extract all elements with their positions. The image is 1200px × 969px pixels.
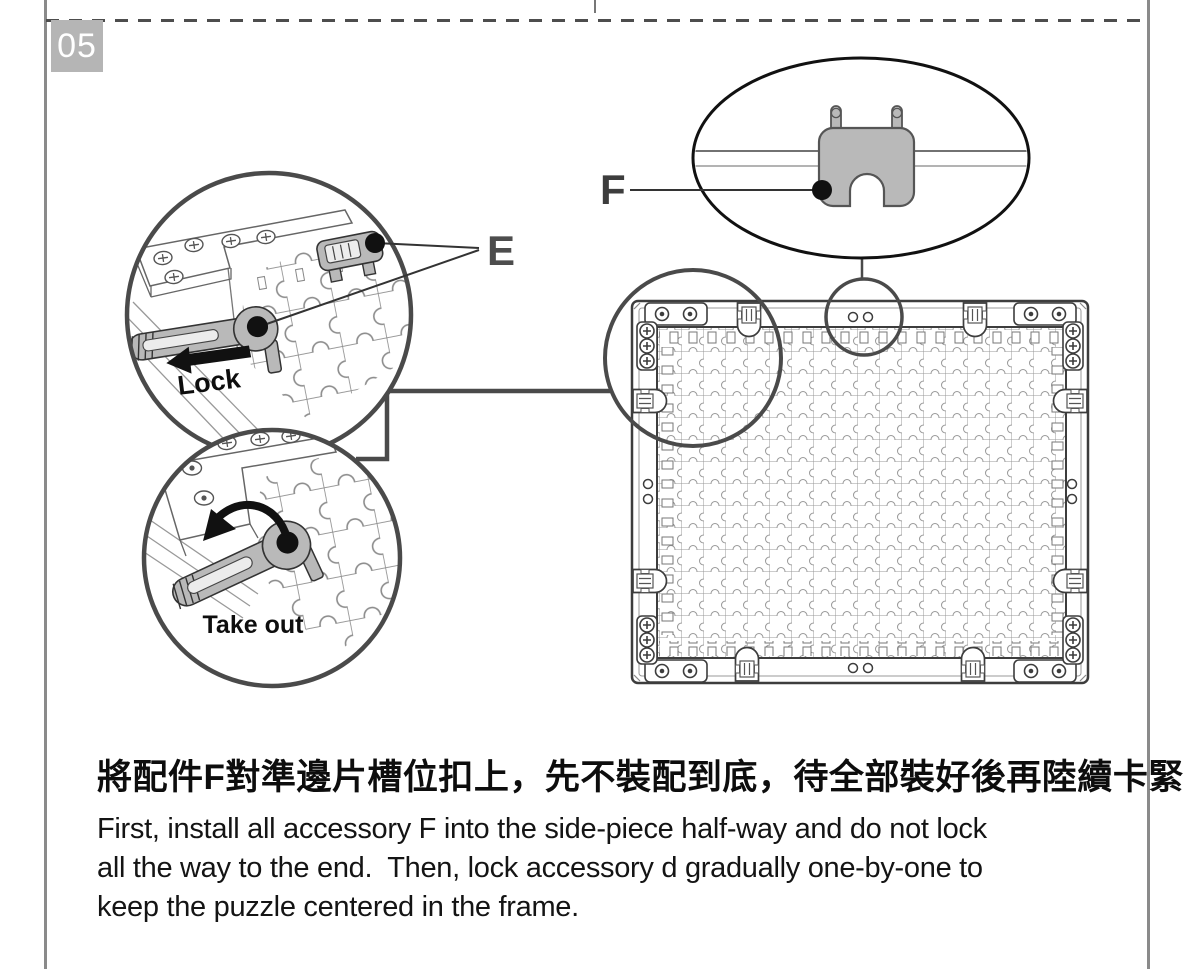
instruction-text-zh: 將配件F對準邊片槽位扣上，先不裝配到底，待全部裝好後再陸續卡緊 bbox=[97, 758, 1184, 797]
puzzle-frame-back-view bbox=[630, 299, 1090, 685]
step-number-badge: 05 bbox=[51, 20, 103, 72]
page-edge-line-left bbox=[44, 0, 47, 969]
frame-inner-wall bbox=[638, 307, 1082, 677]
clip-e-removed bbox=[172, 520, 324, 610]
callout-connector-lines bbox=[356, 258, 864, 462]
side-plate-right-bottom bbox=[1063, 616, 1083, 664]
frame-corner-plate bbox=[134, 209, 354, 287]
clip-f-top-2 bbox=[962, 302, 988, 338]
puzzle-surface bbox=[238, 238, 411, 420]
clip-f-right-2 bbox=[1052, 568, 1088, 594]
label-e-pointer-dot-1 bbox=[365, 233, 385, 253]
callout-oval-border bbox=[691, 56, 1031, 260]
accessory-f-part bbox=[817, 105, 916, 208]
cut-dashed-line bbox=[46, 19, 1147, 22]
accessory-e-callout: E bbox=[248, 227, 515, 337]
puzzle-area bbox=[656, 326, 1067, 659]
slot-row-right bbox=[1050, 347, 1065, 635]
slot-row-bottom bbox=[659, 641, 1064, 656]
detail-view-take-out: Take out bbox=[144, 430, 400, 686]
zoom-source-circle-corner bbox=[603, 268, 783, 448]
detail-circle-take-out-border bbox=[141, 427, 403, 689]
take-out-arrow-icon bbox=[203, 500, 289, 541]
slot-row-left bbox=[659, 347, 674, 635]
zoom-source-circle-f bbox=[824, 277, 904, 357]
clip-f-left-1 bbox=[632, 388, 668, 414]
step-number: 05 bbox=[57, 26, 97, 65]
frame-corner-marks bbox=[633, 302, 1087, 682]
center-tick-mark bbox=[594, 0, 596, 13]
label-f: F bbox=[600, 166, 626, 213]
page-edge-line-right bbox=[1147, 0, 1150, 969]
clip-f-bottom-2 bbox=[960, 646, 986, 682]
accessory-f-callout: F bbox=[600, 56, 1031, 260]
lock-arrow-icon bbox=[166, 345, 252, 374]
label-f-pointer-dot bbox=[812, 180, 832, 200]
clip-f-top-1 bbox=[736, 302, 762, 338]
instruction-text-en: First, install all accessory F into the … bbox=[97, 813, 987, 923]
side-plate-right-top bbox=[1063, 322, 1083, 370]
label-e: E bbox=[487, 227, 515, 274]
label-e-pointer-dot-2 bbox=[248, 317, 268, 337]
clip-f-bottom-1 bbox=[734, 646, 760, 682]
clip-f-left-2 bbox=[632, 568, 668, 594]
slot-row-top bbox=[659, 330, 1064, 345]
label-e-leader-lines bbox=[257, 242, 480, 328]
assembly-diagram: F bbox=[124, 56, 1090, 689]
clip-f-right-1 bbox=[1052, 388, 1088, 414]
detail-view-lock: Lock bbox=[127, 173, 411, 457]
side-plate-left-top bbox=[637, 322, 657, 370]
side-plate-left-bottom bbox=[637, 616, 657, 664]
label-take-out: Take out bbox=[203, 611, 305, 639]
